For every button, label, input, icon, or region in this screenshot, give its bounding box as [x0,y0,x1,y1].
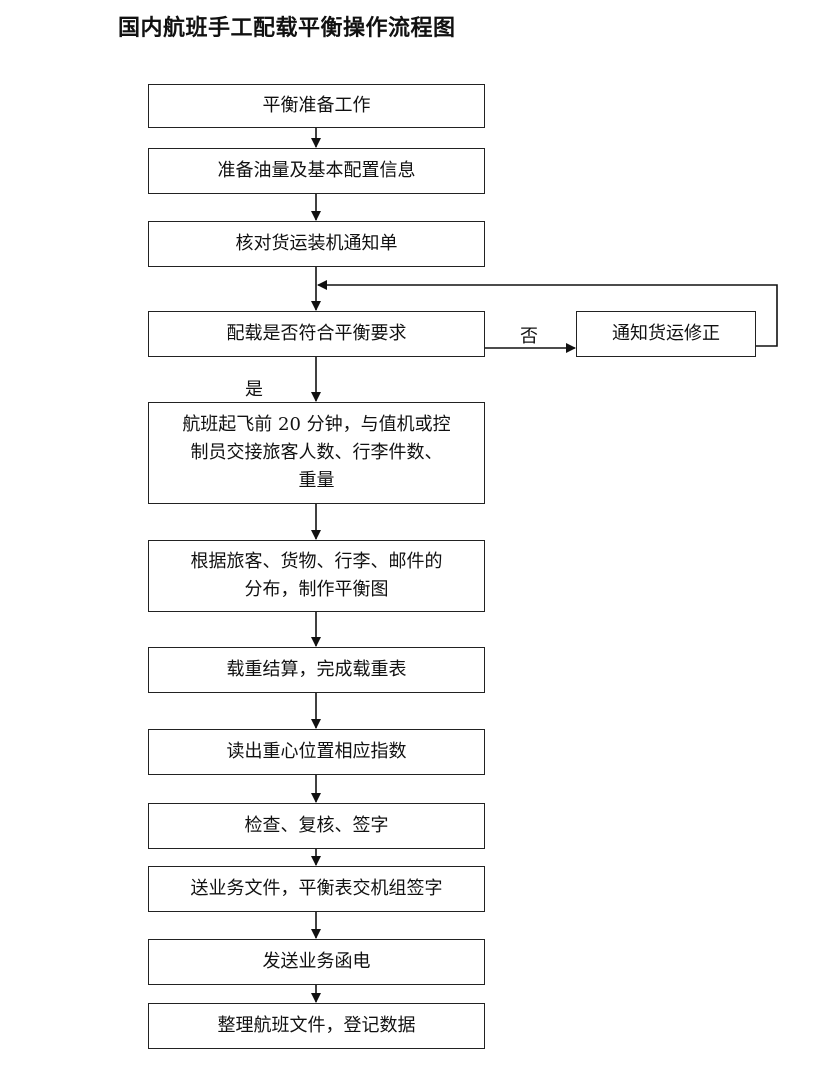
step-check-cargo-notice: 核对货运装机通知单 [148,221,485,267]
step-deliver-documents: 送业务文件，平衡表交机组签字 [148,866,485,912]
step-balance-decision: 配载是否符合平衡要求 [148,311,485,357]
step-read-cg-index: 读出重心位置相应指数 [148,729,485,775]
arrow-loop-back [317,280,778,347]
step-send-telegram: 发送业务函电 [148,939,485,985]
step-notify-cargo-correction: 通知货运修正 [576,311,756,357]
yes-label: 是 [245,379,263,400]
step-make-balance-chart: 根据旅客、货物、行李、邮件的 分布，制作平衡图 [148,540,485,612]
step-load-settlement: 载重结算，完成载重表 [148,647,485,693]
no-label: 否 [520,326,538,347]
step-check-review-sign: 检查、复核、签字 [148,803,485,849]
step-fuel-and-config: 准备油量及基本配置信息 [148,148,485,194]
step-handover-passenger-data: 航班起飞前 20 分钟，与值机或控 制员交接旅客人数、行李件数、 重量 [148,402,485,504]
diagram-title: 国内航班手工配载平衡操作流程图 [118,16,456,41]
step-organize-files: 整理航班文件，登记数据 [148,1003,485,1049]
step-balance-preparation: 平衡准备工作 [148,84,485,128]
